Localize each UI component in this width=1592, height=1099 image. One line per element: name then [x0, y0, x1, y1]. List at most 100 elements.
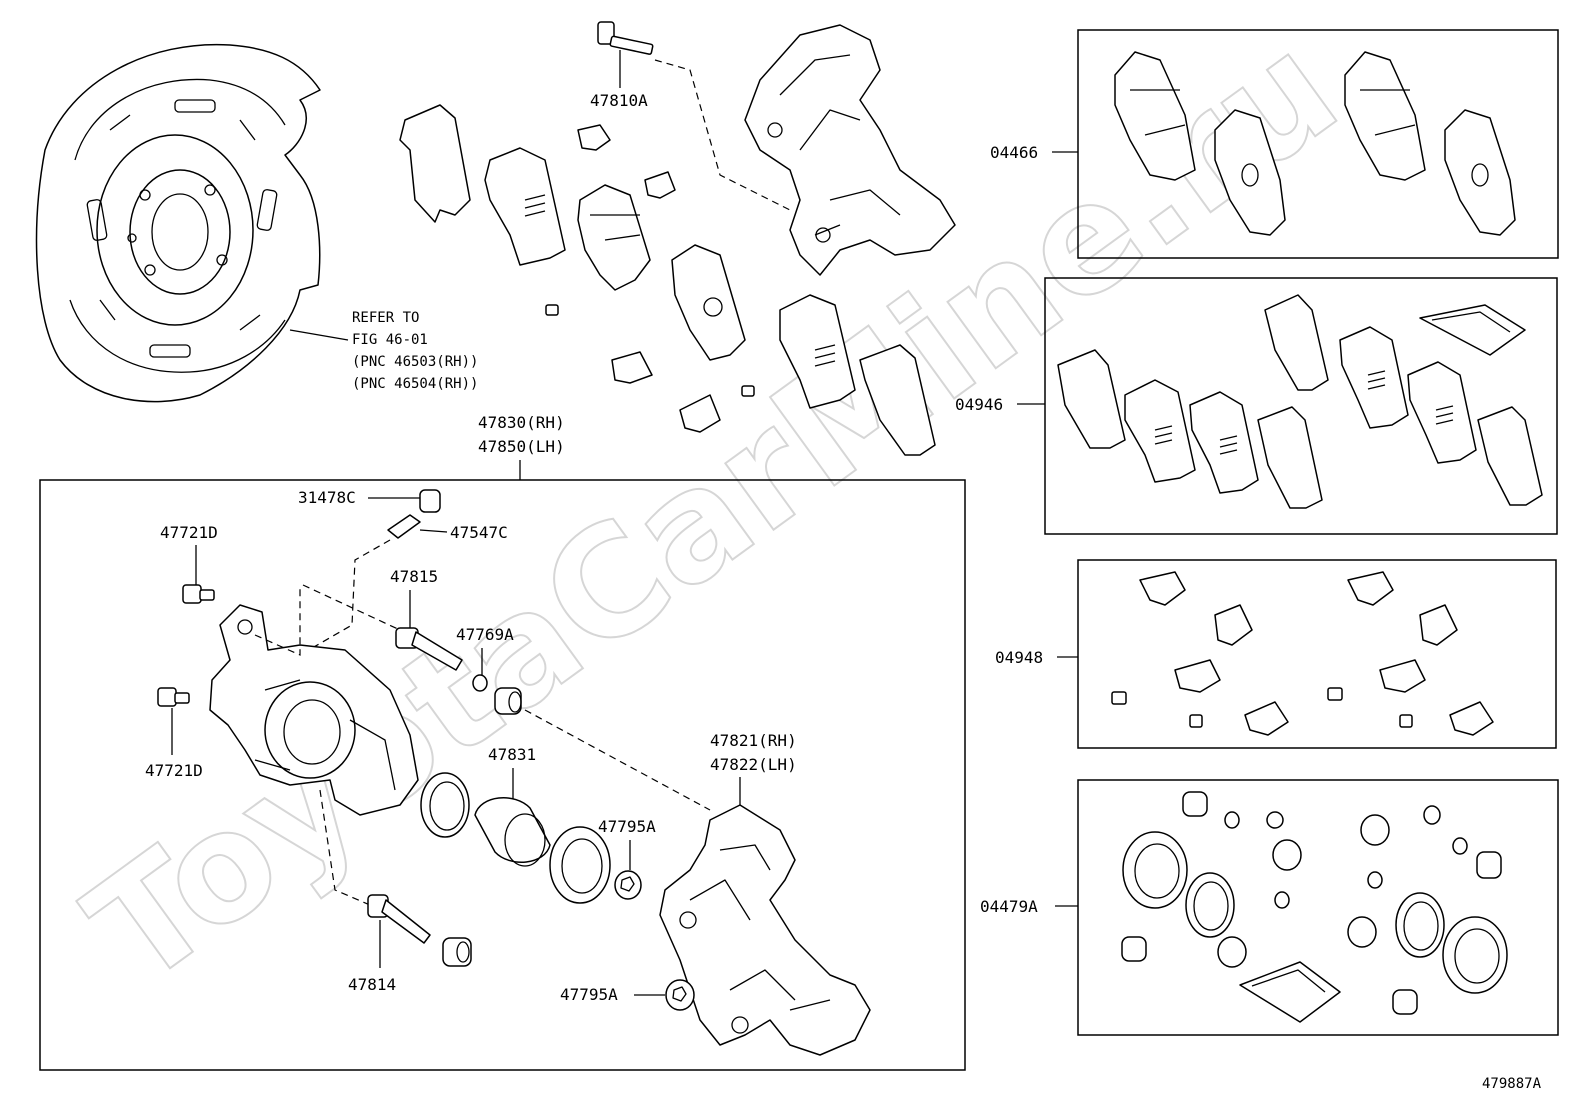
shield-note-line1: REFER TO	[352, 310, 419, 326]
shield-note-line2: FIG 46-01	[352, 332, 428, 348]
clip-tiny-2-part	[741, 385, 755, 397]
pad-kit-box	[1077, 29, 1559, 259]
shim-kit-6-part	[1339, 326, 1409, 429]
figure-code: 479887A	[1482, 1076, 1542, 1092]
label-47814: 47814	[348, 975, 396, 994]
pad-kit-pad-4-part	[1444, 109, 1516, 236]
label-47721D-top: 47721D	[160, 523, 218, 542]
seal-kit-box	[1077, 779, 1559, 1036]
clip-kit-7-part	[1347, 571, 1394, 606]
shim-kit-5-part	[1264, 294, 1329, 391]
caliper-body-part	[209, 604, 419, 816]
seal-kit-boot-2-part	[1442, 916, 1508, 994]
clip-kit-6-part	[1244, 701, 1289, 736]
seal-kit-bush-4-part	[1392, 989, 1418, 1015]
piston-47831-part	[474, 797, 551, 867]
clip-kit-12-part	[1449, 701, 1494, 736]
clip-kit-9-part	[1379, 659, 1426, 693]
seal-kit-ring-2-part	[1217, 936, 1247, 968]
seal-kit-small-1-part	[1224, 811, 1240, 829]
clip-kit-11-part	[1399, 714, 1413, 728]
label-47769A: 47769A	[456, 625, 514, 644]
bush-47769A-part	[472, 674, 488, 692]
clip-kit-box	[1077, 559, 1557, 749]
shim-kit-8-part	[1477, 406, 1543, 506]
label-47831: 47831	[488, 745, 536, 764]
seal-kit-bush-1-part	[1182, 791, 1208, 817]
shield-note-line3: (PNC 46503(RH))	[352, 354, 478, 370]
seal-kit-small-4-part	[1423, 805, 1441, 825]
label-47850: 47850(LH)	[478, 437, 565, 456]
pad-kit-pad-1-part	[1114, 51, 1196, 181]
bolt-47721D-bottom-part	[157, 687, 190, 707]
seal-kit-seal-1-part	[1185, 872, 1235, 938]
label-47830: 47830(RH)	[478, 413, 565, 432]
shim-kit-box	[1044, 277, 1558, 535]
bleeder-screw-part	[387, 514, 421, 539]
ring-47795A-top-part	[614, 870, 642, 900]
guide-pin-47814-part	[367, 894, 431, 944]
shim-kit-2-part	[1124, 379, 1196, 483]
clip-tiny-1-part	[545, 304, 559, 316]
shim-kit-4-part	[1257, 406, 1323, 509]
clip-kit-5-part	[1189, 714, 1203, 728]
shim-kit-7-part	[1407, 361, 1477, 464]
label-47810A: 47810A	[590, 91, 648, 110]
shim-top-1-part	[399, 104, 471, 223]
label-31478C: 31478C	[298, 488, 356, 507]
pad-top-2-part	[577, 184, 651, 291]
piston-seal-part	[420, 772, 470, 838]
seal-kit-bush-3-part	[1476, 851, 1502, 879]
shim-top-2-part	[859, 344, 936, 456]
bleeder-cap-part	[419, 489, 441, 513]
torque-plate-part	[659, 804, 871, 1056]
shield-note-line4: (PNC 46504(RH))	[352, 376, 478, 392]
label-47547C: 47547C	[450, 523, 508, 542]
piston-boot-part	[549, 826, 611, 904]
clip-small-1-part	[577, 124, 611, 151]
label-47721D-bottom: 47721D	[145, 761, 203, 780]
caliper-mounting-part	[744, 24, 956, 276]
bolt-47721D-top-part	[182, 584, 215, 604]
clip-kit-2-part	[1214, 604, 1253, 646]
clip-small-2-part	[644, 171, 676, 199]
label-47815: 47815	[390, 567, 438, 586]
label-04466: 04466	[990, 143, 1038, 162]
dust-shield-part	[35, 43, 321, 403]
seal-kit-small-3-part	[1274, 891, 1290, 909]
label-04946: 04946	[955, 395, 1003, 414]
seal-kit-ring-1-part	[1272, 839, 1302, 871]
seal-kit-small-2-part	[1266, 811, 1284, 829]
shim-kit-1-part	[1057, 349, 1126, 449]
shim-kit-3-part	[1189, 391, 1259, 494]
clip-kit-4-part	[1111, 691, 1127, 705]
pad-kit-pad-2-part	[1214, 109, 1286, 236]
grease-packet-2-part	[1239, 961, 1341, 1023]
pad-top-3-part	[671, 244, 746, 361]
label-47795A-bottom: 47795A	[560, 985, 618, 1004]
pad-top-4-part	[779, 294, 856, 409]
seal-kit-small-5-part	[1367, 871, 1383, 889]
seal-kit-seal-2-part	[1395, 892, 1445, 958]
clip-small-3-part	[611, 351, 653, 384]
grease-packet-1-part	[1419, 304, 1526, 356]
label-04948: 04948	[995, 648, 1043, 667]
label-04479A: 04479A	[980, 897, 1038, 916]
label-47795A-top: 47795A	[598, 817, 656, 836]
caliper-assembly-box	[39, 479, 966, 1071]
label-47822: 47822(LH)	[710, 755, 797, 774]
seal-kit-ring-4-part	[1347, 916, 1377, 948]
clip-kit-10-part	[1327, 687, 1343, 701]
clip-small-4-part	[679, 394, 721, 433]
seal-kit-ring-3-part	[1360, 814, 1390, 846]
clip-kit-1-part	[1139, 571, 1186, 606]
label-47821: 47821(RH)	[710, 731, 797, 750]
pad-kit-pad-3-part	[1344, 51, 1426, 181]
seal-kit-boot-1-part	[1122, 831, 1188, 909]
clip-kit-8-part	[1419, 604, 1458, 646]
seal-kit-bush-2-part	[1121, 936, 1147, 962]
seal-kit-small-6-part	[1452, 837, 1468, 855]
clip-kit-3-part	[1174, 659, 1221, 693]
ring-47795A-bottom-part	[665, 979, 695, 1011]
